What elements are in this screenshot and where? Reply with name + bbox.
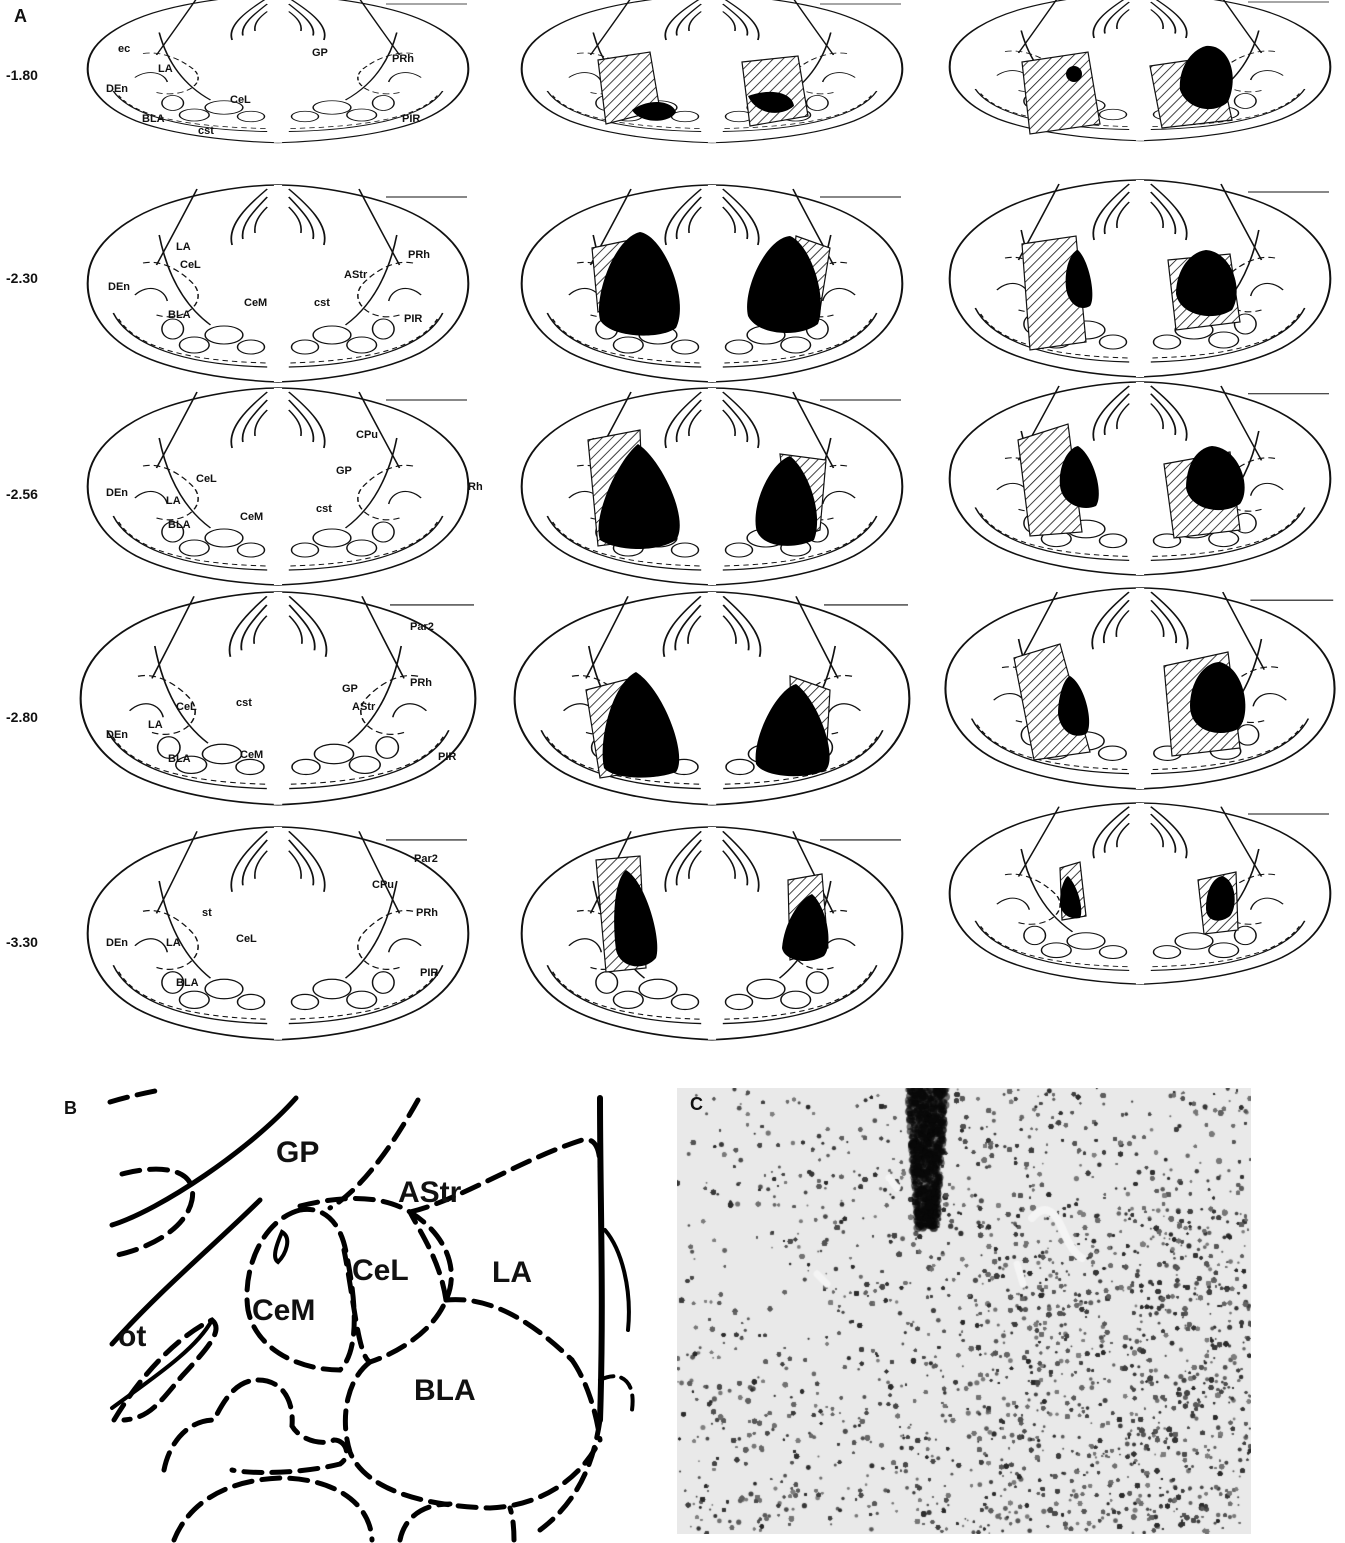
lesion-min-extent [1186,446,1245,510]
plate-label: PRh [392,53,414,65]
plate-label: DEn [106,937,128,949]
plate-label: PRh [408,249,430,261]
plate-label: ec [118,43,130,55]
plate-label: LA [166,937,181,949]
plate-label: LA [176,241,191,253]
plate-label: BLA [168,753,191,765]
plate-label: cst [316,503,332,515]
plate-label: CeM [244,297,267,309]
lesion-plate-5 [950,803,1331,984]
plate-label: CeL [176,701,197,713]
lesion-min-extent [614,870,657,966]
plate-3-labels: DEn CeL LA BLA CeM CPu GP cst Rh [106,429,483,531]
plate-label: BLA [176,977,199,989]
level-label-4: -2.80 [6,709,38,725]
region-label-bla: BLA [414,1374,476,1407]
plate-label: CeM [240,749,263,761]
plate-label: cst [198,125,214,137]
atlas-plate-2 [88,185,469,382]
level-label-3: -2.56 [6,486,38,502]
lesion-max-extent [1022,52,1100,134]
plate-label: AStr [352,701,376,713]
atlas-column-reference [81,0,476,1040]
lesion-plate-1 [522,0,903,143]
lesion-min-extent [1066,66,1082,82]
plate-label: DEn [106,83,128,95]
level-label-1: -1.80 [6,67,38,83]
panel-b-letter: B [64,1098,77,1118]
panel-b-schematic [110,1090,633,1540]
atlas-column-lesion-large [515,0,910,1040]
lesion-plate-3 [950,382,1331,575]
plate-label: CeM [240,511,263,523]
lesion-plate-2 [950,180,1331,377]
plate-label: BLA [142,113,165,125]
atlas-column-lesion-small [945,0,1334,984]
lesion-plate-5 [522,827,903,1040]
plate-1-labels: ec LA DEn CeL BLA cst GP PRh PIR [106,43,420,137]
level-label-2: -2.30 [6,270,38,286]
plate-label: DEn [106,729,128,741]
lesion-min-extent [1180,46,1233,109]
region-label-cel: CeL [352,1254,409,1287]
plate-label: LA [166,495,181,507]
lesion-plate-1 [950,0,1331,141]
plate-label: DEn [108,281,130,293]
panel-c-photomicrograph [677,1088,1251,1534]
plate-label: st [202,907,212,919]
plate-label: PIR [420,967,438,979]
plate-label: Par2 [410,621,434,633]
plate-label: PIR [438,751,456,763]
plate-label: GP [336,465,352,477]
region-label-ot: ot [118,1320,146,1353]
plate-label: Rh [468,481,483,493]
lesion-max-extent [742,56,808,126]
panel-a-letter: A [14,6,27,26]
plate-label: AStr [344,269,368,281]
level-label-5: -3.30 [6,934,38,950]
plate-label: GP [342,683,358,695]
region-label-la: LA [492,1256,532,1289]
plate-label: CPu [372,879,394,891]
plate-label: PRh [410,677,432,689]
lesion-plate-2 [522,185,903,382]
region-label-cem: CeM [252,1294,315,1327]
plate-label: CeL [196,473,217,485]
lesion-plate-4 [515,592,910,805]
plate-label: CeL [236,933,257,945]
lesion-plate-3 [522,388,903,585]
atlas-plate-3 [88,388,469,585]
plate-label: GP [312,47,328,59]
plate-label: BLA [168,519,191,531]
plate-2-labels: LA CeL DEn BLA CeM PRh AStr cst PIR [108,241,430,325]
plate-5-labels: st DEn LA CeL BLA Par2 CPu PRh PIR [106,853,438,989]
plate-label: LA [148,719,163,731]
plate-label: CPu [356,429,378,441]
plate-label: DEn [106,487,128,499]
plate-label: CeL [180,259,201,271]
region-label-gp: GP [276,1136,319,1169]
plate-label: PIR [402,113,420,125]
plate-label: PIR [404,313,422,325]
plate-label: cst [314,297,330,309]
lesion-plate-4 [945,588,1334,789]
region-label-astr: AStr [398,1176,462,1209]
plate-label: BLA [168,309,191,321]
plate-label: PRh [416,907,438,919]
plate-label: cst [236,697,252,709]
plate-label: LA [158,63,173,75]
plate-label: Par2 [414,853,438,865]
plate-label: CeL [230,94,251,106]
atlas-plate-5 [88,827,469,1040]
